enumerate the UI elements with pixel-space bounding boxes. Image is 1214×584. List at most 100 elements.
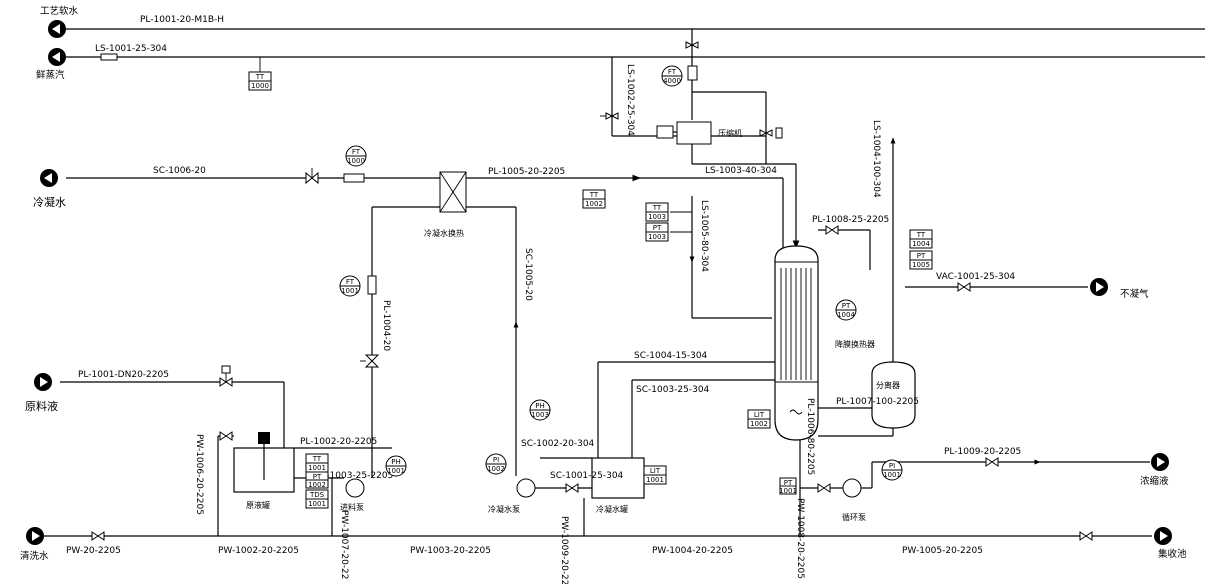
terminal-raw-liquid: 原料液: [25, 399, 58, 413]
cleaning-valve-outlet[interactable]: [1079, 531, 1093, 541]
ph-1003-number: 1003: [531, 411, 549, 419]
pi-1001-number: 1001: [883, 471, 901, 479]
raw-liquid-tank: [233, 432, 295, 493]
tt-1003-instrument: TT 1003: [645, 202, 669, 222]
line-label-pl1008: PL-1008-25-2205: [812, 215, 889, 225]
terminal-symbols: [26, 20, 1172, 545]
vac-valve[interactable]: [957, 282, 971, 292]
line-label-pw1005: PW-1005-20-2205: [902, 546, 983, 556]
ph-1001-instrument: PH 1001: [385, 455, 407, 477]
lit-1002-code: LIT: [754, 411, 765, 419]
cond-pump-label: 冷凝水泵: [488, 504, 520, 514]
ft-4000-code: FT: [668, 68, 677, 76]
feed-flowmeter: [367, 275, 377, 295]
line-label-vac1001: VAC-1001-25-304: [936, 272, 1015, 282]
tt-1001-number: 1001: [308, 464, 326, 472]
ft-1001-code: FT: [346, 278, 355, 286]
feed-valve[interactable]: [360, 354, 380, 368]
tds-1001-code: TDS: [309, 491, 325, 499]
line-label-pw1009: PW-1009-20-2205: [559, 516, 569, 584]
steam-valve-ls1002[interactable]: [600, 112, 619, 120]
condensate-heat-exchanger: [439, 171, 467, 213]
steam-valve-top[interactable]: [685, 41, 699, 49]
tt-1002-code: TT: [589, 191, 599, 199]
compressor: [656, 121, 766, 145]
tt-1003-code: TT: [652, 204, 662, 212]
ph-1003-instrument: PH 1003: [529, 399, 551, 421]
lit-1001-number: 1001: [646, 476, 664, 484]
vapor-valve-pl1008[interactable]: [825, 225, 839, 235]
ft-1001-instrument: FT 1001: [339, 275, 361, 297]
line-label-pw1003: PW-1003-20-2205: [410, 546, 491, 556]
tt-1000-instrument: TT 1000: [248, 71, 272, 91]
tt-1004-number: 1004: [912, 240, 930, 248]
separator: [871, 361, 916, 429]
process-water-header: [66, 28, 1205, 58]
feed-pump: [345, 478, 365, 498]
terminal-process-water: 工艺软水: [40, 5, 79, 17]
tt-1003-number: 1003: [648, 213, 666, 221]
pi-1002-instrument: PI 1002: [485, 453, 507, 475]
ph-1001-number: 1001: [387, 467, 405, 475]
tds-1001-number: 1001: [308, 500, 326, 508]
compressor-label: 压缩机: [718, 128, 742, 138]
concentrate-valve[interactable]: [985, 457, 999, 467]
separator-label: 分离器: [876, 380, 900, 390]
condensate-valve[interactable]: [305, 168, 319, 185]
line-label-sc1006: SC-1006-20: [153, 166, 206, 176]
line-label-sc1004: SC-1004-15-304: [634, 351, 708, 361]
pt-1002-code: PT: [313, 473, 322, 481]
cond-pump-valve[interactable]: [565, 483, 579, 493]
ft-1000-instrument: FT 1000: [345, 145, 367, 167]
pt-1004-code: PT: [842, 302, 851, 310]
line-label-pl1009: PL-1009-20-2205: [944, 447, 1021, 457]
terminal-fresh-steam: 鲜蒸汽: [36, 69, 65, 81]
lit-1001-instrument: LIT 1001: [643, 465, 667, 485]
line-label-ls1002: LS-1002-25-304: [625, 64, 635, 136]
tt-1002-number: 1002: [585, 200, 603, 208]
line-label-pl1001dn: PL-1001-DN20-2205: [78, 370, 169, 380]
tt-1001-instrument: TT 1001: [305, 453, 329, 473]
tt-1004-code: TT: [916, 231, 926, 239]
pi-1001-instrument: PI 1001: [881, 459, 903, 481]
raw-tank-label: 原液罐: [246, 500, 270, 510]
compressor-bypass-valve[interactable]: [759, 127, 783, 139]
condensate-exchanger-label: 冷凝水换热: [424, 228, 464, 238]
line-label-ls1004: LS-1004-100-304: [871, 120, 881, 198]
pt-1001-code: PT: [784, 479, 793, 487]
pt-1001-number: 1001: [779, 487, 797, 495]
pt-1002-instrument: PT 1002: [305, 471, 329, 489]
line-label-pl1007: PL-1007-100-2205: [836, 397, 919, 407]
line-label-pw20: PW-20-2205: [66, 546, 121, 556]
pi-1001-code: PI: [889, 462, 895, 470]
ft-4000-instrument: FT 4000: [661, 65, 683, 87]
condensate-pump: [516, 478, 592, 498]
lit-1002-instrument: LIT 1002: [747, 409, 771, 429]
line-label-ls1003: LS-1003-40-304: [705, 166, 777, 176]
cleaning-valve-inlet[interactable]: [91, 531, 105, 541]
line-label-pw1008: PW-1008-20-2205: [795, 498, 805, 579]
pt-1003-number: 1003: [648, 233, 666, 241]
lit-1001-code: LIT: [650, 467, 661, 475]
circ-pump-valve[interactable]: [817, 483, 831, 493]
line-label-pl1002: PL-1002-20-2205: [300, 437, 377, 447]
pt-1005-number: 1005: [912, 261, 930, 269]
tank-inlet-valve[interactable]: [219, 431, 233, 441]
line-label-pl1005: PL-1005-20-2205: [488, 167, 565, 177]
line-label-pl1001m1b: PL-1001-20-M1B-H: [140, 15, 224, 25]
ph-1001-code: PH: [391, 458, 401, 466]
terminal-condensate: 冷凝水: [33, 195, 66, 209]
condensate-flowmeter: [343, 173, 365, 183]
line-label-pl1003: PL-1003-25-2205: [316, 471, 393, 481]
pt-1004-instrument: PT 1004: [835, 299, 857, 321]
line-label-ls1001: LS-1001-25-304: [95, 44, 167, 54]
tt-1004-instrument: TT 1004: [909, 229, 933, 249]
terminal-collection-pool: 集收池: [1158, 548, 1187, 560]
ft-1000-number: 1000: [347, 157, 365, 165]
terminal-cleaning-water: 清洗水: [20, 550, 49, 562]
steam-flowmeter: [687, 65, 698, 81]
ft-1000-code: FT: [352, 148, 361, 156]
raw-liquid-valve[interactable]: [219, 365, 233, 387]
line-label-pw1002: PW-1002-20-2205: [218, 546, 299, 556]
